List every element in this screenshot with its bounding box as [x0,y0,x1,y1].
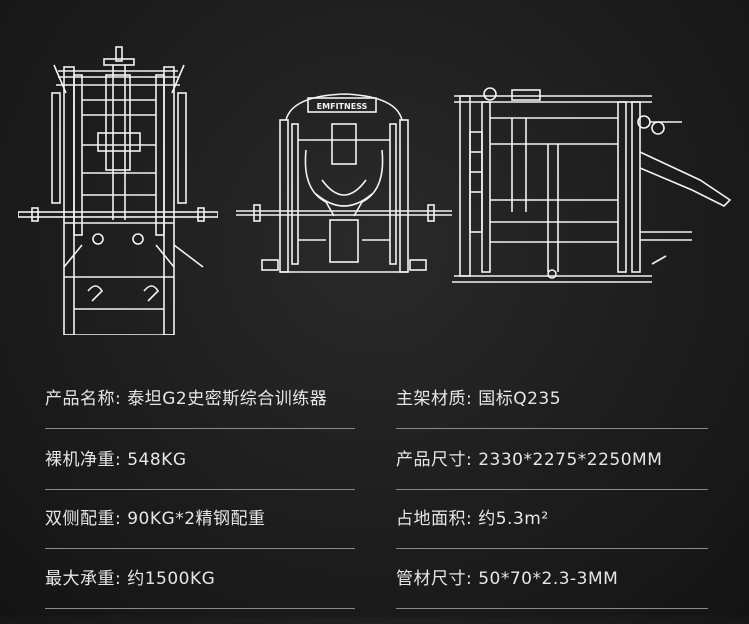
spec-label: 产品名称: [45,389,122,409]
front-view-drawing [18,46,218,335]
svg-text:EMFITNESS: EMFITNESS [317,102,368,111]
spec-product-name: 产品名称:泰坦G2史密斯综合训练器 [45,384,327,409]
spec-row: 产品名称:泰坦G2史密斯综合训练器 主架材质:国标Q235 [0,384,749,444]
divider [396,548,708,549]
spec-value: 50*70*2.3-3MM [478,569,619,589]
divider [396,608,708,609]
spec-value: 2330*2275*2250MM [478,450,663,470]
spec-frame-material: 主架材质:国标Q235 [396,384,561,409]
spec-label: 主架材质: [396,389,473,409]
spec-product-size: 产品尺寸:2330*2275*2250MM [396,445,662,470]
spec-label: 管材尺寸: [396,569,473,589]
divider [45,489,355,490]
spec-row: 最大承重:约1500KG 管材尺寸:50*70*2.3-3MM [0,564,749,624]
spec-footprint: 占地面积:约5.3m² [396,504,549,529]
spec-label: 产品尺寸: [396,450,473,470]
spec-label: 双侧配重: [45,509,122,529]
spec-value: 约5.3m² [478,509,549,529]
divider [396,489,708,490]
spec-net-weight: 裸机净重:548KG [45,445,187,470]
side-view-drawing [452,87,732,283]
divider [45,548,355,549]
spec-counterweight: 双侧配重:90KG*2精钢配重 [45,504,266,529]
divider [45,608,355,609]
spec-row: 裸机净重:548KG 产品尺寸:2330*2275*2250MM [0,445,749,505]
divider [45,428,355,429]
spec-value: 548KG [127,450,187,470]
divider [396,428,708,429]
spec-value: 国标Q235 [478,389,562,409]
rear-view-drawing: EMFITNESS [236,93,452,273]
spec-row: 双侧配重:90KG*2精钢配重 占地面积:约5.3m² [0,504,749,564]
spec-value: 泰坦G2史密斯综合训练器 [127,389,328,409]
spec-label: 裸机净重: [45,450,122,470]
technical-drawings: EMFITNESS [18,46,732,335]
spec-value: 90KG*2精钢配重 [127,509,266,529]
spec-value: 约1500KG [127,569,216,589]
spec-tube-size: 管材尺寸:50*70*2.3-3MM [396,564,618,589]
spec-max-load: 最大承重:约1500KG [45,564,215,589]
spec-label: 最大承重: [45,569,122,589]
spec-label: 占地面积: [396,509,473,529]
